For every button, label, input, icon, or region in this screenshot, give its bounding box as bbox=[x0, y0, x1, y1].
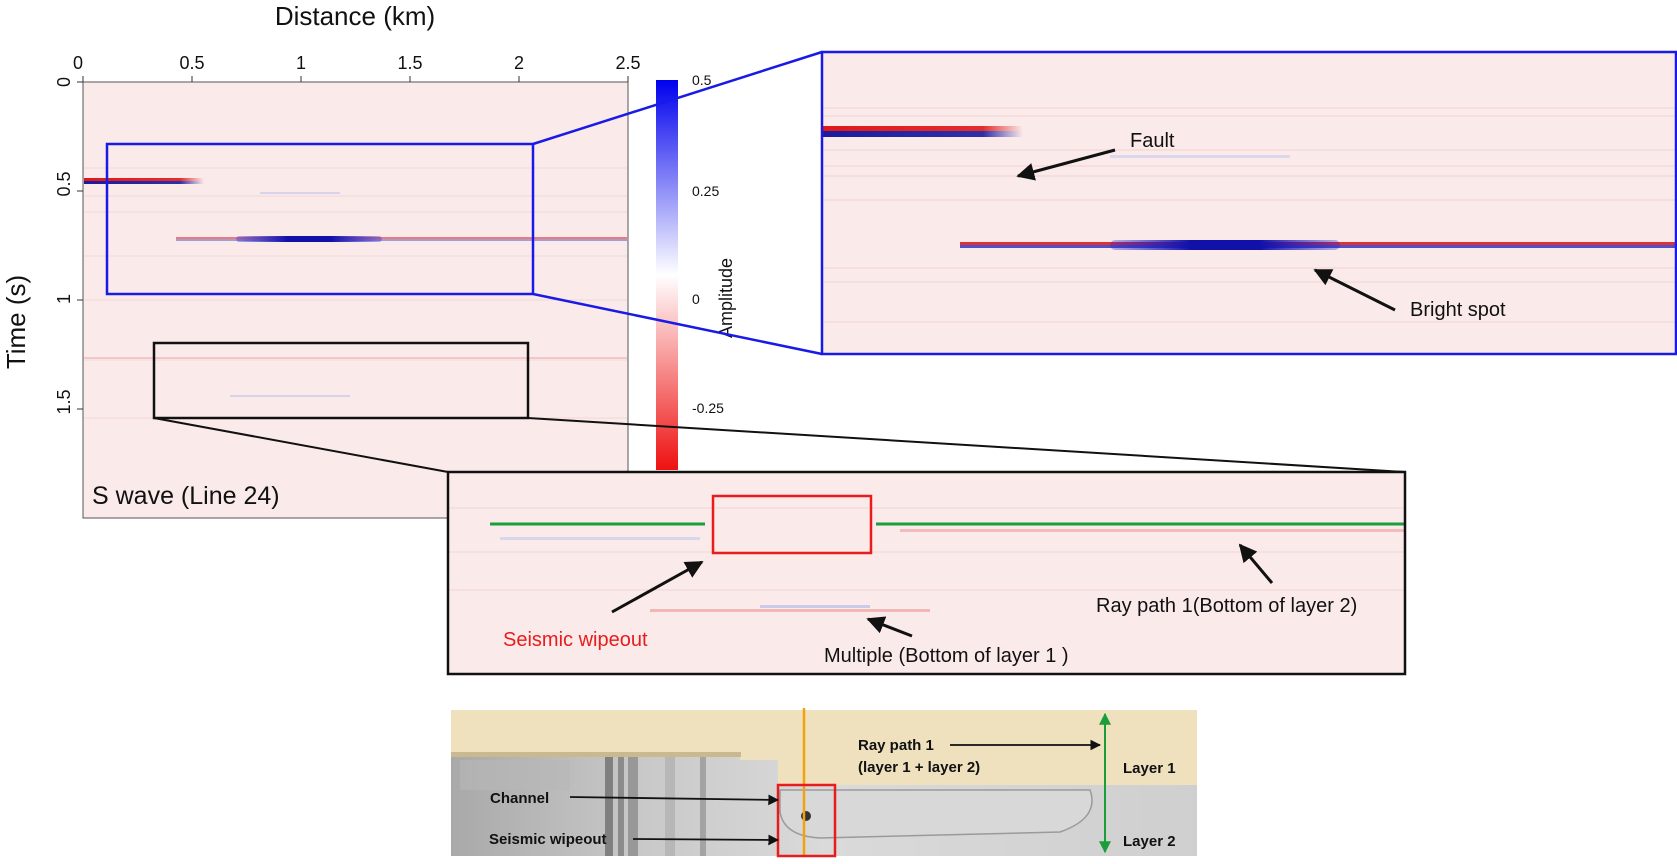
connector-bottom-1 bbox=[153, 417, 449, 473]
colorbar: 0.5 0.25 0 -0.25 Amplitude bbox=[656, 72, 736, 470]
photo-channel-hole bbox=[801, 811, 811, 821]
x-tick-0: 0 bbox=[73, 53, 83, 73]
y-tick-0: 0 bbox=[54, 77, 74, 87]
zoom-top-striations bbox=[823, 107, 1675, 323]
y-tick-1: 0.5 bbox=[54, 171, 74, 196]
zoom-bottom-background bbox=[448, 472, 1405, 674]
zoom-box-bottom-outline bbox=[152, 341, 530, 420]
photo-layer2-label: Layer 2 bbox=[1123, 833, 1176, 850]
main-bright-spot-blue bbox=[176, 239, 627, 241]
photo-channel-arrow bbox=[569, 794, 780, 806]
photo-wipeout-box bbox=[776, 783, 837, 858]
photo-ray-path-label-1: Ray path 1 bbox=[858, 737, 934, 754]
photo-wipeout-arrow bbox=[632, 834, 780, 846]
main-fault-reflector-blue bbox=[84, 181, 204, 184]
main-deep-event-1 bbox=[84, 357, 627, 359]
zoom-top-fault-red bbox=[823, 126, 1023, 131]
photo-streaks bbox=[460, 755, 706, 856]
wipeout-box bbox=[711, 494, 873, 555]
main-bright-spot-red bbox=[176, 237, 627, 239]
ray-path-label: Ray path 1(Bottom of layer 2) bbox=[1096, 595, 1357, 617]
bright-spot-arrow bbox=[1313, 268, 1396, 312]
colorbar-title: Amplitude bbox=[716, 258, 736, 338]
x-tick-5: 2.5 bbox=[615, 53, 640, 73]
x-tick-1: 0.5 bbox=[179, 53, 204, 73]
photo-layer1-shadow bbox=[451, 752, 741, 757]
main-faint-event bbox=[260, 192, 340, 194]
zoom-bottom-multiple bbox=[650, 609, 930, 612]
main-seismic-panel: 0 0.5 1 1.5 2 2.5 Distance (km) 0 0.5 1 … bbox=[1, 1, 641, 519]
y-tick-2: 1 bbox=[54, 294, 74, 304]
multiple-label: Multiple (Bottom of layer 1 ) bbox=[824, 645, 1069, 667]
zoom-bottom-event-left bbox=[500, 537, 700, 540]
multiple-arrow bbox=[866, 616, 913, 638]
main-bright-spot-core bbox=[236, 236, 382, 242]
connector-top-1 bbox=[532, 50, 823, 146]
fault-label: Fault bbox=[1130, 130, 1175, 152]
main-y-ticks bbox=[77, 81, 83, 410]
fault-arrow bbox=[1016, 148, 1116, 181]
main-fault-reflector-red bbox=[84, 178, 204, 181]
main-x-ticks bbox=[82, 76, 629, 82]
y-tick-3: 1.5 bbox=[54, 389, 74, 414]
connector-top-2 bbox=[532, 292, 823, 356]
zoom-box-top-outline bbox=[105, 142, 535, 296]
photo-layer1 bbox=[451, 710, 1197, 785]
photo-channel-label: Channel bbox=[490, 790, 549, 807]
photo-ray-path-label-2: (layer 1 + layer 2) bbox=[858, 759, 980, 776]
colorbar-tick-1: 0.25 bbox=[692, 183, 719, 199]
bright-spot-label: Bright spot bbox=[1410, 299, 1506, 321]
zoom-bottom-event-right bbox=[900, 529, 1404, 532]
colorbar-tick-3: -0.25 bbox=[692, 400, 724, 416]
zoom-bottom-outline bbox=[446, 470, 1407, 676]
photo-layer1-label: Layer 1 bbox=[1123, 760, 1176, 777]
ray-path-arrow bbox=[1238, 543, 1274, 584]
connector-bottom-2 bbox=[527, 417, 1406, 473]
zoom-top-fault-blue bbox=[823, 131, 1023, 137]
zoom-top-panel: Fault Bright spot bbox=[820, 50, 1677, 356]
wipeout-arrow bbox=[611, 560, 704, 614]
photo-wipeout-label: Seismic wipeout bbox=[489, 831, 607, 848]
photo-channel bbox=[779, 789, 1093, 839]
main-deep-event-2 bbox=[230, 395, 350, 397]
colorbar-tick-2: 0 bbox=[692, 291, 700, 307]
zoom-top-bright-core bbox=[1110, 240, 1340, 250]
zoom-top-faint-event bbox=[1110, 155, 1290, 158]
colorbar-gradient bbox=[656, 80, 678, 470]
y-axis-label: Time (s) bbox=[1, 275, 31, 369]
zoom-top-outline bbox=[820, 50, 1677, 356]
zoom-connectors bbox=[153, 50, 1406, 473]
colorbar-tick-0: 0.5 bbox=[692, 72, 712, 88]
wipeout-label: Seismic wipeout bbox=[503, 629, 648, 651]
x-tick-4: 2 bbox=[514, 53, 524, 73]
zoom-bottom-panel: Seismic wipeout Multiple (Bottom of laye… bbox=[446, 470, 1407, 676]
x-axis-label: Distance (km) bbox=[275, 1, 435, 31]
zoom-top-background bbox=[822, 52, 1676, 354]
zoom-bottom-multiple-blue bbox=[760, 605, 870, 608]
x-tick-2: 1 bbox=[296, 53, 306, 73]
x-tick-3: 1.5 bbox=[397, 53, 422, 73]
panel-label: S wave (Line 24) bbox=[92, 482, 280, 510]
model-photo: Ray path 1 (layer 1 + layer 2) Channel S… bbox=[451, 708, 1197, 858]
